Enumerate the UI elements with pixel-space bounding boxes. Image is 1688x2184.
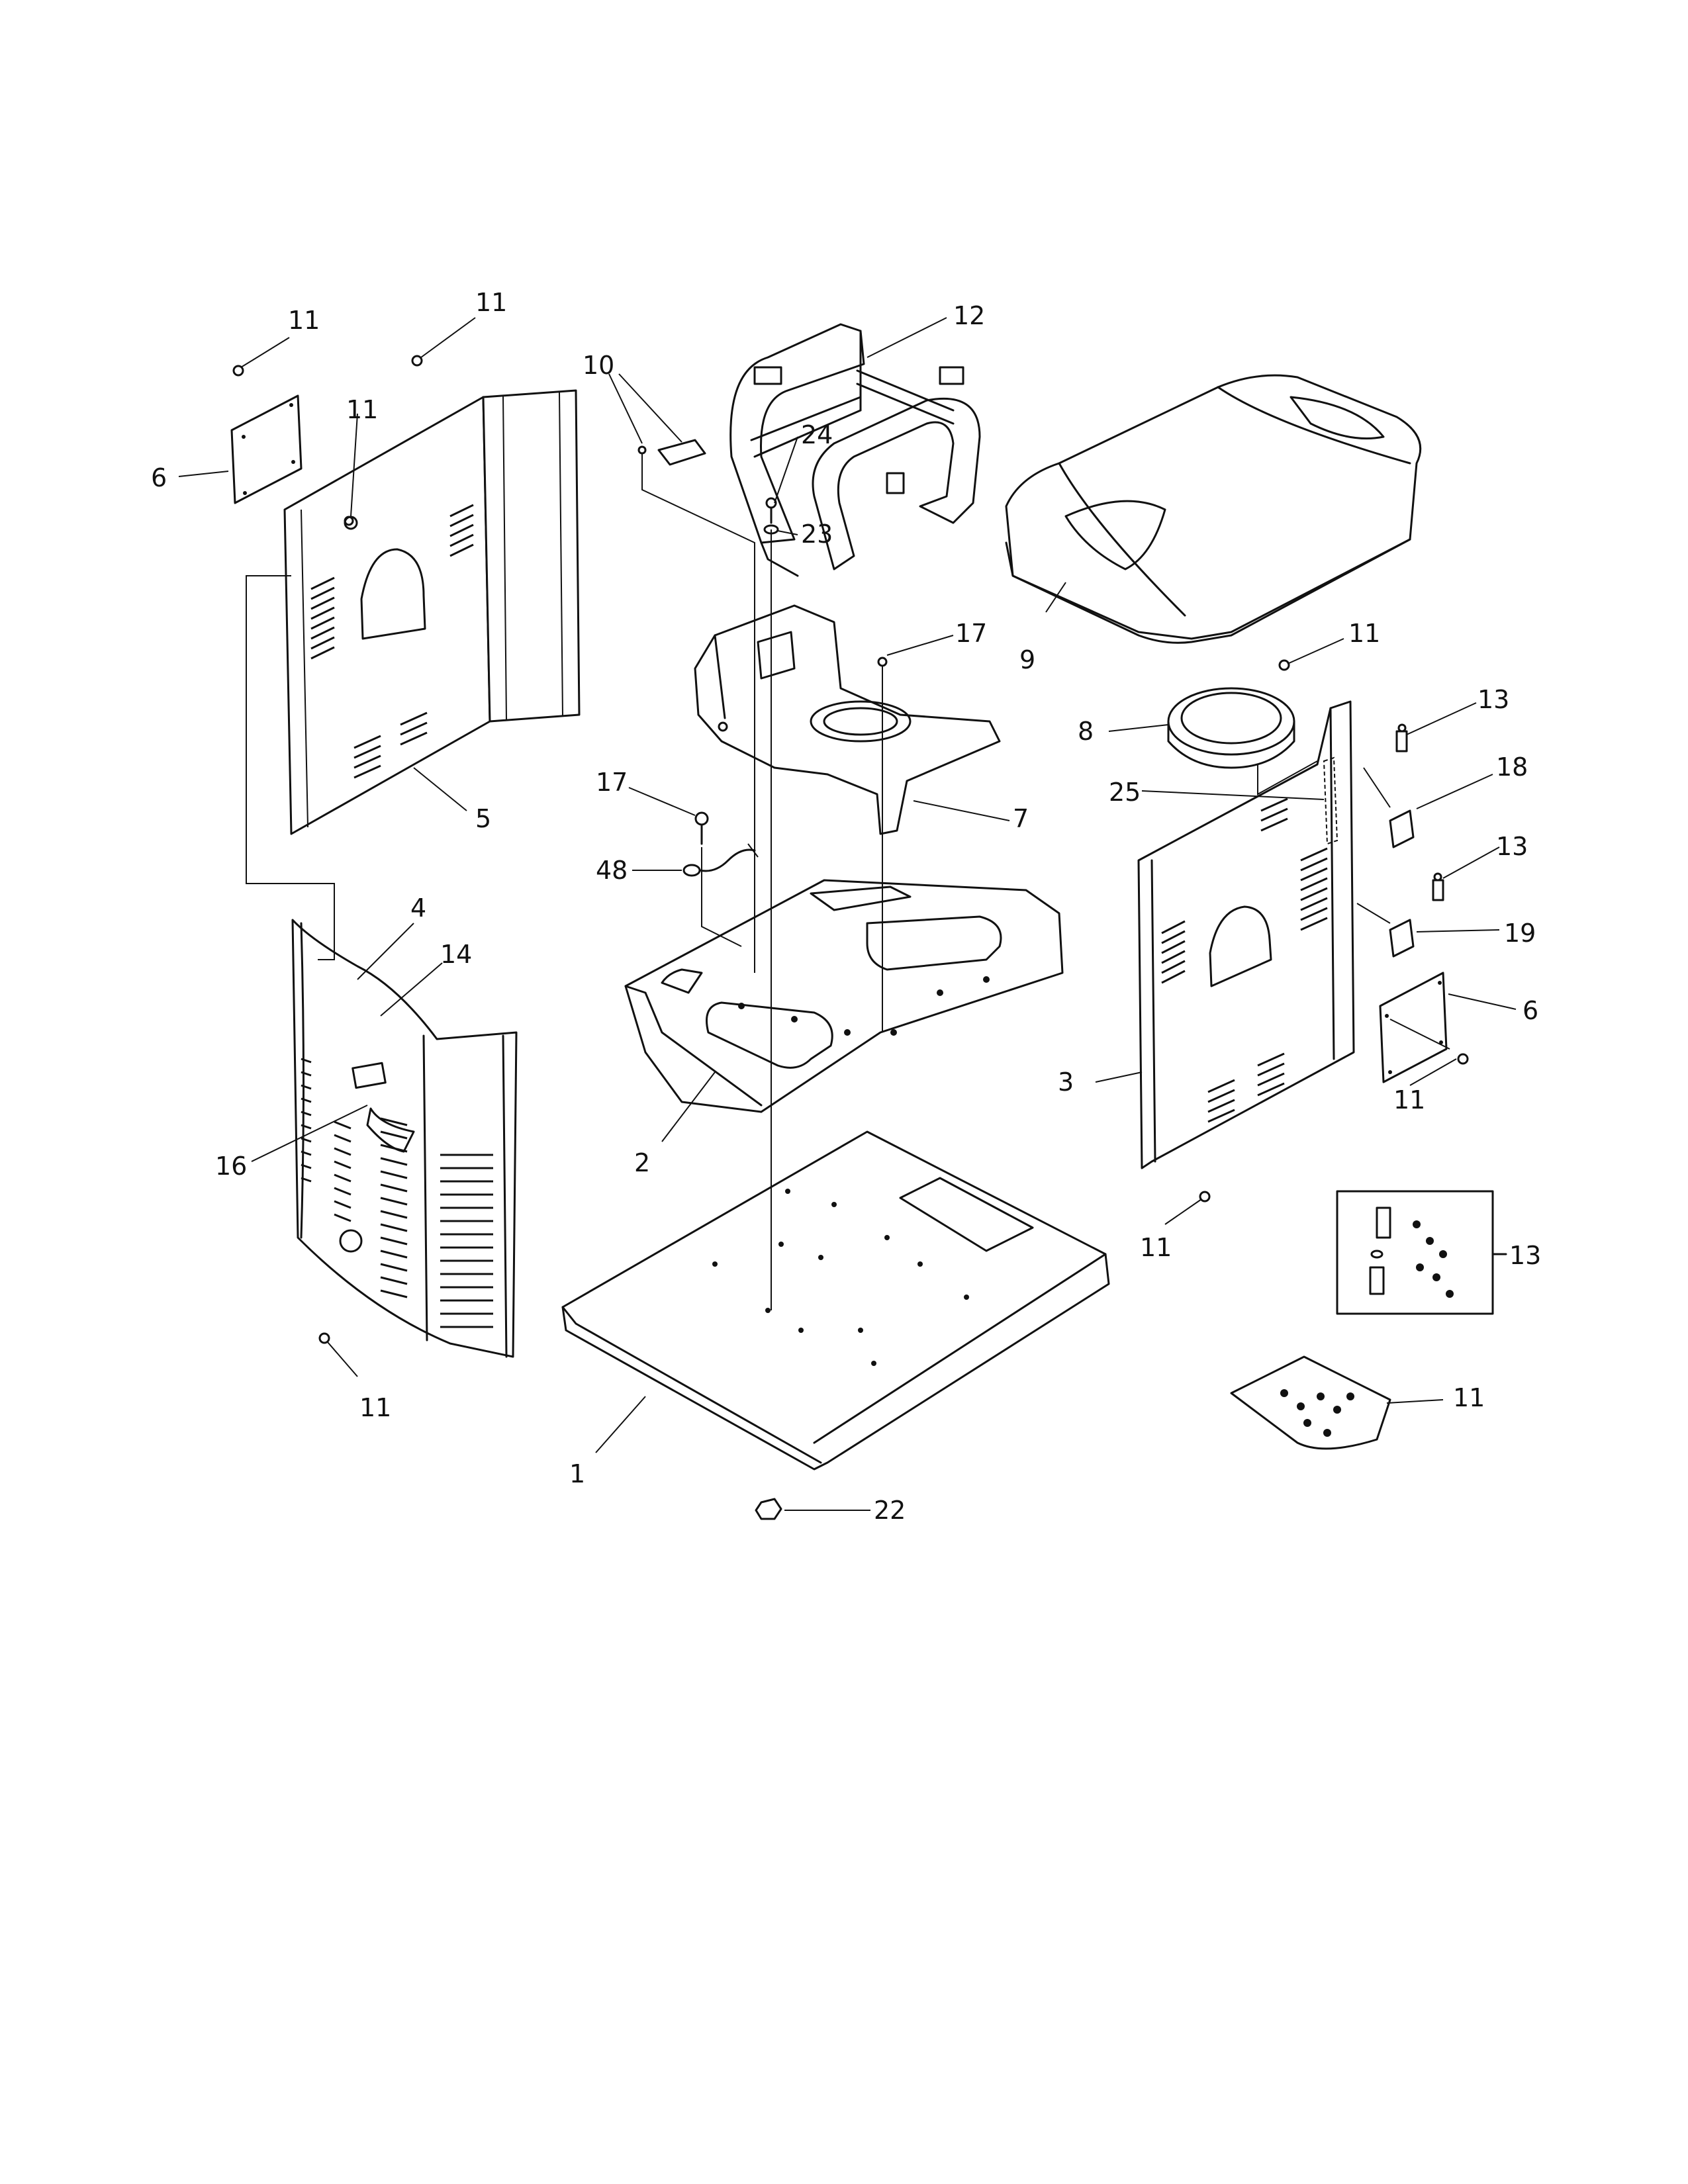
screw-bag-11 (1230, 1355, 1391, 1450)
label-18 (1389, 809, 1415, 848)
bolt-17-lower (694, 811, 709, 845)
nut-22 (755, 1498, 782, 1520)
leader-lines (178, 317, 1517, 1511)
cover-plate-6-right (1379, 972, 1450, 1083)
callout-8: 8 (1078, 717, 1094, 746)
callout-11-f: 11 (1140, 1233, 1172, 1262)
clamp-48 (682, 843, 759, 877)
assembly-lines-center (641, 453, 883, 1310)
assembly-line-18 (1363, 767, 1391, 808)
top-cover-9 (1005, 374, 1422, 644)
callout-11-b: 11 (475, 288, 507, 317)
assembly-line-left (246, 575, 335, 960)
callout-6-right: 6 (1523, 996, 1538, 1025)
callout-2: 2 (634, 1148, 650, 1177)
callout-11-h: 11 (359, 1393, 391, 1422)
callout-3: 3 (1058, 1068, 1074, 1097)
callout-13-c: 13 (1509, 1241, 1541, 1270)
callout-48: 48 (596, 856, 628, 885)
bolt-24-washer-23 (763, 497, 779, 535)
screw-11-small (232, 355, 1469, 1344)
hinge-13-upper (1395, 723, 1408, 752)
callout-1: 1 (569, 1459, 585, 1488)
front-curved-panel-4 (291, 919, 518, 1358)
cover-plate-6-left (230, 394, 303, 504)
hardware-kit-13 (1336, 1190, 1507, 1315)
callout-22: 22 (874, 1496, 906, 1525)
callout-7: 7 (1013, 804, 1029, 833)
callout-5: 5 (475, 804, 491, 833)
callout-17-lower: 17 (596, 768, 628, 797)
callout-25: 25 (1109, 778, 1141, 807)
callout-labels: 1 2 3 4 5 6 6 7 8 9 10 11 11 11 11 11 11… (151, 288, 1541, 1525)
screw-17-upper (877, 657, 888, 667)
callout-23: 23 (801, 520, 833, 549)
left-side-panel-5 (283, 389, 581, 835)
callout-13-b: 13 (1496, 832, 1528, 861)
callout-11-e: 11 (1393, 1085, 1425, 1115)
callout-11-c: 11 (346, 395, 378, 424)
callout-6-left: 6 (151, 463, 167, 492)
base-tray-2 (624, 879, 1064, 1113)
ring-8 (1167, 687, 1295, 769)
label-19 (1389, 919, 1415, 958)
base-plate-1 (561, 1130, 1110, 1471)
callout-11-d: 11 (1348, 619, 1380, 648)
callout-24: 24 (801, 420, 833, 449)
callout-17-upper: 17 (955, 619, 987, 648)
hinge-13-lower (1432, 872, 1444, 901)
callout-12: 12 (953, 301, 985, 330)
assembly-line-19 (1356, 903, 1391, 924)
handle-frame-12 (729, 323, 981, 577)
callout-13-a: 13 (1477, 685, 1509, 714)
callout-19: 19 (1504, 919, 1536, 948)
callout-10: 10 (583, 351, 614, 380)
callout-11-g: 11 (1453, 1383, 1485, 1412)
callout-4: 4 (410, 893, 426, 923)
callout-9: 9 (1019, 645, 1035, 674)
clip-10 (637, 439, 706, 466)
control-bracket-7 (694, 604, 1001, 835)
right-side-panel-3 (1137, 700, 1355, 1169)
callout-18: 18 (1496, 752, 1528, 782)
callout-14: 14 (440, 940, 472, 969)
callout-16: 16 (215, 1152, 247, 1181)
callout-11-a: 11 (288, 306, 320, 335)
